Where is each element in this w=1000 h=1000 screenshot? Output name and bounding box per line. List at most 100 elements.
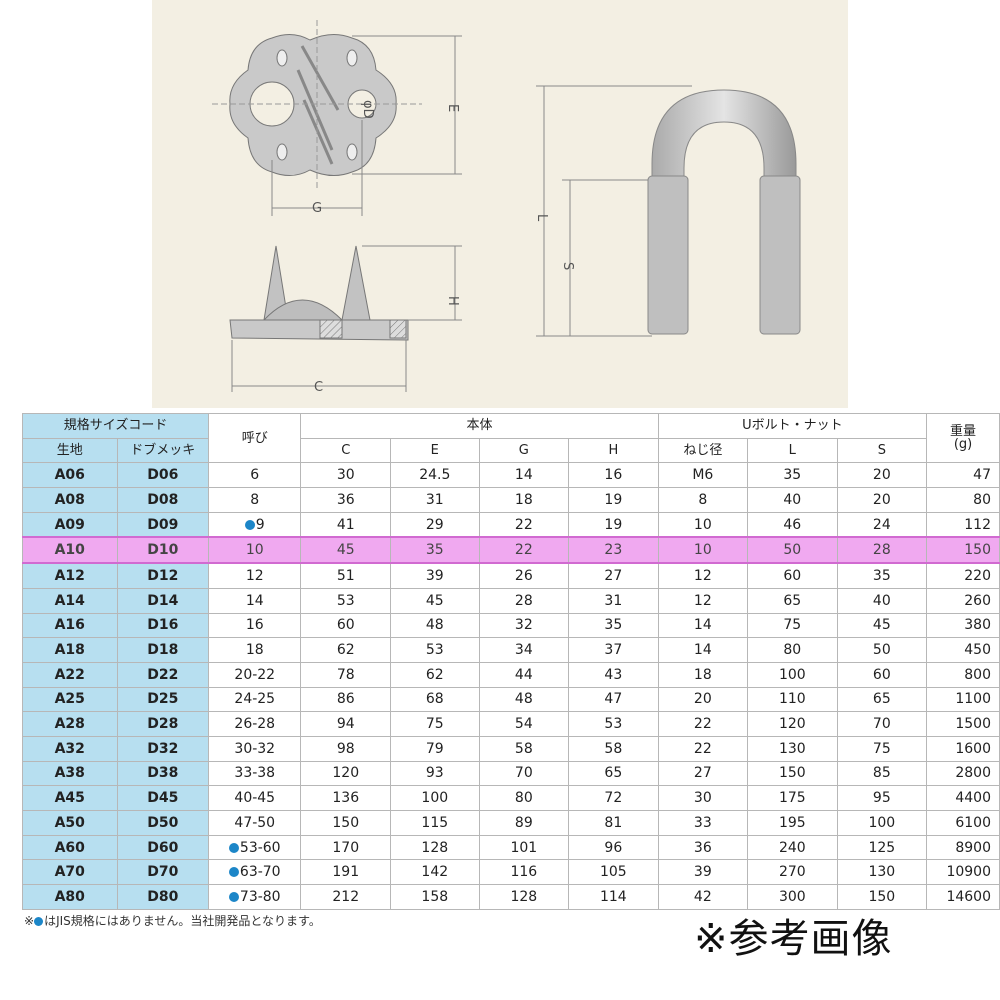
cell-E: 29 <box>390 511 480 538</box>
cell-L: 35 <box>747 462 838 489</box>
cell-w: 10900 <box>926 859 1000 886</box>
cell-L: 120 <box>747 711 838 737</box>
cell-w: 150 <box>926 536 1000 565</box>
cell-nom: 9 <box>208 511 302 538</box>
cell-value: 85 <box>872 765 891 782</box>
cell-value: 80 <box>973 491 991 508</box>
dot-icon <box>228 842 239 853</box>
cell-value: 63-70 <box>239 864 281 881</box>
cell-value: 48 <box>425 617 444 634</box>
cell-value: 86 <box>336 691 355 708</box>
cell-value: 14600 <box>946 888 991 905</box>
cell-value: 27 <box>604 567 623 584</box>
cell-raw: A08 <box>22 487 118 513</box>
cell-E: 115 <box>390 810 480 836</box>
cell-nom: 47-50 <box>208 810 302 836</box>
cell-S: 95 <box>836 785 928 811</box>
cell-value: 22 <box>514 516 533 533</box>
cell-S: 75 <box>836 735 928 762</box>
cell-raw: A25 <box>22 686 118 713</box>
cell-C: 98 <box>300 735 391 762</box>
cell-value: 120 <box>332 765 360 782</box>
cell-value: 142 <box>421 864 449 881</box>
cell-value: 89 <box>514 814 533 831</box>
cell-E: 48 <box>390 612 480 639</box>
cell-value: A09 <box>54 516 85 533</box>
cell-value: 12 <box>693 567 712 584</box>
cell-value: A80 <box>54 888 85 905</box>
cell-L: 240 <box>747 834 838 861</box>
header-bolt-nut: Uボルト・ナット <box>657 413 928 439</box>
cell-value: A08 <box>54 491 85 508</box>
cell-nom: 73-80 <box>208 884 302 910</box>
cell-value: 75 <box>783 617 802 634</box>
cell-value: A25 <box>54 691 85 708</box>
cell-value: 128 <box>421 839 449 856</box>
cell-L: 150 <box>747 760 838 787</box>
cell-value: 100 <box>778 666 806 683</box>
cell-value: 8900 <box>955 839 991 856</box>
cell-value: 47 <box>973 467 991 484</box>
cell-value: 50 <box>872 642 891 659</box>
cell-G: 28 <box>478 587 570 614</box>
cell-L: 270 <box>747 859 838 886</box>
cell-galv: D38 <box>116 760 210 787</box>
dot-icon <box>228 891 239 902</box>
cell-value: 14 <box>245 592 264 609</box>
cell-value: 16 <box>245 617 264 634</box>
cell-L: 60 <box>747 562 838 589</box>
cell-value: 80 <box>514 790 533 807</box>
cell-C: 170 <box>300 834 391 861</box>
cell-value: 800 <box>964 666 991 683</box>
cell-value: 6100 <box>955 814 991 831</box>
cell-nom: 14 <box>208 587 302 614</box>
cell-nom: 16 <box>208 612 302 639</box>
cell-L: 300 <box>747 884 838 910</box>
cell-value: D80 <box>147 888 179 905</box>
cell-raw: A28 <box>22 711 118 737</box>
reference-image-label: ※参考画像 <box>694 916 893 962</box>
cell-value: D60 <box>147 839 179 856</box>
cell-thread: 14 <box>657 612 749 639</box>
cell-w: 14600 <box>926 884 1000 910</box>
cell-value: 54 <box>514 716 533 733</box>
cell-S: 50 <box>836 637 928 663</box>
cell-value: 22 <box>693 740 712 757</box>
cell-L: 50 <box>747 536 838 565</box>
cell-raw: A16 <box>22 612 118 639</box>
cell-value: 150 <box>868 888 896 905</box>
cell-raw: A60 <box>22 834 118 861</box>
cell-value: 1600 <box>955 740 991 757</box>
cell-value: 14 <box>693 642 712 659</box>
cell-value: A28 <box>54 716 85 733</box>
cell-nom: 18 <box>208 637 302 663</box>
cell-galv: D70 <box>116 859 210 886</box>
cell-E: 53 <box>390 637 480 663</box>
cell-value: A06 <box>54 467 85 484</box>
cell-raw: A70 <box>22 859 118 886</box>
cell-value: 260 <box>964 592 991 609</box>
cell-L: 46 <box>747 511 838 538</box>
dot-icon <box>228 867 239 878</box>
cell-value: 80 <box>783 642 802 659</box>
dim-H-label: H <box>445 296 460 306</box>
cell-value: A18 <box>54 642 85 659</box>
cell-value: 62 <box>425 666 444 683</box>
cell-value: 18 <box>514 491 533 508</box>
cell-value: 35 <box>604 617 623 634</box>
cell-value: 136 <box>332 790 360 807</box>
cell-value: 34 <box>514 642 533 659</box>
cell-value: 37 <box>604 642 623 659</box>
cell-C: 191 <box>300 859 391 886</box>
cell-thread: 30 <box>657 785 749 811</box>
header-S: S <box>836 437 928 464</box>
header-H: H <box>568 437 659 464</box>
cell-value: D28 <box>147 716 179 733</box>
cell-thread: 36 <box>657 834 749 861</box>
